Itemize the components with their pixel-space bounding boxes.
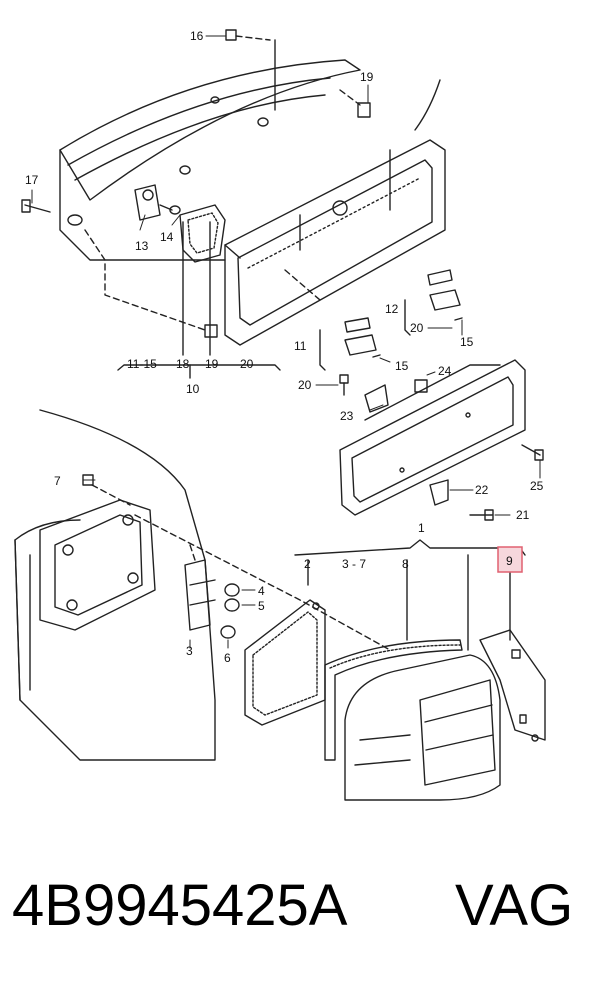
callout-24: 24 — [438, 364, 452, 378]
callout-18: 18 — [176, 357, 190, 371]
leader-lines-lower — [91, 484, 391, 651]
callout-labels: 1 2 3 3 - 7 4 5 6 7 8 9 10 11 11-15 12 1… — [25, 29, 544, 665]
callout-9: 9 — [506, 554, 513, 568]
bulb-holder-13 — [134, 184, 181, 221]
bulb-holder-3 — [184, 559, 216, 631]
license-plate-holder — [339, 359, 526, 516]
clip-24 — [414, 379, 428, 393]
callout-6: 6 — [224, 651, 231, 665]
callout-2: 2 — [304, 557, 311, 571]
clip-19-bottom — [204, 324, 218, 338]
brand-label: VAG — [455, 873, 574, 938]
callout-9-highlight — [497, 546, 523, 573]
bulb-4 — [224, 583, 240, 597]
bracket-23 — [364, 384, 389, 413]
callout-15-b: 15 — [395, 359, 409, 373]
screw-25 — [521, 444, 544, 461]
exploded-parts-diagram: 1 2 3 3 - 7 4 5 6 7 8 9 10 11 11-15 12 1… — [14, 29, 546, 801]
callout-20-b: 20 — [410, 321, 424, 335]
plate-light-12 — [404, 269, 463, 336]
callout-15-a: 15 — [460, 335, 474, 349]
leader-lines-upper — [84, 35, 361, 331]
callout-22: 22 — [475, 483, 489, 497]
clip-19-top — [357, 102, 371, 118]
callout-20-a: 20 — [240, 357, 254, 371]
callout-3-7: 3 - 7 — [342, 557, 366, 571]
callout-1: 1 — [418, 521, 425, 535]
bracket-22 — [429, 479, 449, 506]
callout-3: 3 — [186, 644, 193, 658]
callout-leaders — [31, 35, 541, 649]
callout-20-c: 20 — [298, 378, 312, 392]
callout-11-15: 11-15 — [127, 357, 157, 371]
callout-4: 4 — [258, 584, 265, 598]
callout-11: 11 — [294, 339, 307, 353]
part-number: 4B9945425A — [12, 873, 348, 938]
callout-5: 5 — [258, 599, 265, 613]
screw-17 — [21, 199, 51, 213]
callout-17: 17 — [25, 173, 39, 187]
body-side-panel — [14, 409, 216, 761]
callout-7: 7 — [54, 474, 61, 488]
gasket-14 — [179, 204, 226, 263]
tail-lamp-lens — [344, 654, 501, 801]
bolt-21 — [469, 509, 494, 521]
callout-19-a: 19 — [360, 70, 374, 84]
callout-12: 12 — [385, 302, 399, 316]
callout-16: 16 — [190, 29, 204, 43]
callout-25: 25 — [530, 479, 544, 493]
callout-23: 23 — [340, 409, 354, 423]
callout-19-b: 19 — [205, 357, 219, 371]
seal-8 — [324, 639, 463, 761]
bulb-5 — [224, 598, 240, 612]
plate-light-11 — [319, 317, 381, 371]
group-bracket-1 — [294, 539, 526, 651]
screw-20-lower — [339, 374, 349, 396]
bulb-6 — [220, 625, 236, 639]
gasket-2 — [244, 599, 326, 726]
callout-21: 21 — [516, 508, 530, 522]
group-bracket-10 — [117, 221, 281, 379]
plate-recess-housing — [224, 139, 446, 346]
callout-10: 10 — [186, 382, 200, 396]
callout-8: 8 — [402, 557, 409, 571]
callout-13: 13 — [135, 239, 149, 253]
callout-14: 14 — [160, 230, 174, 244]
nut-16 — [225, 29, 237, 41]
trunk-lid-panel — [59, 39, 441, 261]
